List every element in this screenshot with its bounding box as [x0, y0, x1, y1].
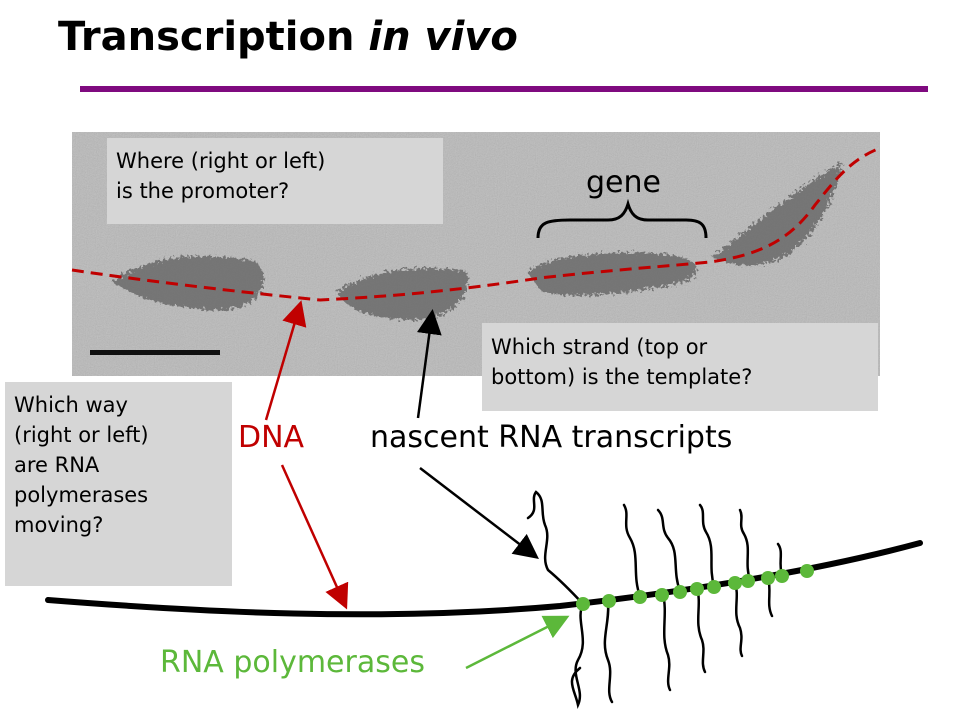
rna-polymerase-11	[775, 569, 789, 583]
transcription-unit-4	[712, 162, 842, 266]
nascent-arrow-up	[416, 309, 442, 419]
template-question-line-2: bottom) is the template?	[491, 365, 753, 389]
page-title: Transcription in vivo	[58, 14, 518, 60]
rna-polymerase-3	[633, 590, 647, 604]
nascent-rna-label: nascent RNA transcripts	[370, 420, 733, 455]
template-question-line-1: Which strand (top or	[491, 335, 708, 359]
dna-label: DNA	[238, 420, 305, 455]
transcription-unit-3	[527, 252, 698, 296]
rna-polymerase-8	[728, 576, 742, 590]
rna-transcript-4	[622, 503, 642, 598]
direction-question-callout: Which way (right or left) are RNA polyme…	[5, 382, 232, 586]
title-main: Transcription	[58, 14, 355, 60]
rna-polymerase-6	[690, 582, 704, 596]
promoter-question-line-2: is the promoter?	[116, 179, 290, 203]
gene-label: gene	[586, 165, 661, 200]
rna-polymerase-2	[602, 594, 616, 608]
polymerase-arrow	[465, 615, 570, 670]
rna-transcript-1	[570, 602, 585, 709]
rna-transcript-5	[661, 592, 672, 692]
dna-dashed-trace	[71, 146, 881, 302]
promoter-question-callout: Where (right or left) is the promoter?	[107, 138, 443, 224]
nascent-arrow-down	[419, 467, 539, 560]
direction-question-line-3: are RNA	[14, 453, 100, 477]
scale-bar	[90, 350, 220, 355]
rna-transcript-10	[738, 508, 752, 582]
promoter-question-line-1: Where (right or left)	[116, 149, 326, 173]
rna-transcript-3	[603, 598, 614, 704]
transcription-unit-1	[112, 256, 264, 310]
rna-polymerases-label: RNA polymerases	[160, 645, 425, 680]
rna-transcript-7	[695, 586, 707, 674]
rna-transcript-8	[698, 503, 716, 588]
template-question-callout: Which strand (top or bottom) is the temp…	[482, 323, 878, 411]
dna-arrow-down	[280, 464, 349, 610]
rna-polymerase-10	[761, 571, 775, 585]
rna-transcript-2	[526, 490, 585, 606]
rna-polymerase-5	[673, 585, 687, 599]
direction-question-line-1: Which way	[14, 393, 128, 417]
schematic-dna-line	[45, 540, 923, 618]
rna-polymerase-12	[800, 564, 814, 578]
electron-micrograph	[72, 132, 880, 376]
gene-brace	[536, 198, 708, 239]
rna-polymerase-4	[655, 588, 669, 602]
title-italic: in vivo	[368, 14, 518, 60]
rna-polymerase-9	[741, 574, 755, 588]
dna-arrow-up	[264, 300, 307, 421]
rna-polymerase-7	[707, 580, 721, 594]
direction-question-line-2: (right or left)	[14, 423, 149, 447]
rna-polymerase-1	[576, 597, 590, 611]
direction-question-line-4: polymerases	[14, 483, 149, 507]
direction-question-line-5: moving?	[14, 513, 104, 537]
rna-transcript-6	[656, 508, 682, 593]
title-underline	[80, 86, 928, 92]
rna-transcript-9	[733, 580, 744, 658]
